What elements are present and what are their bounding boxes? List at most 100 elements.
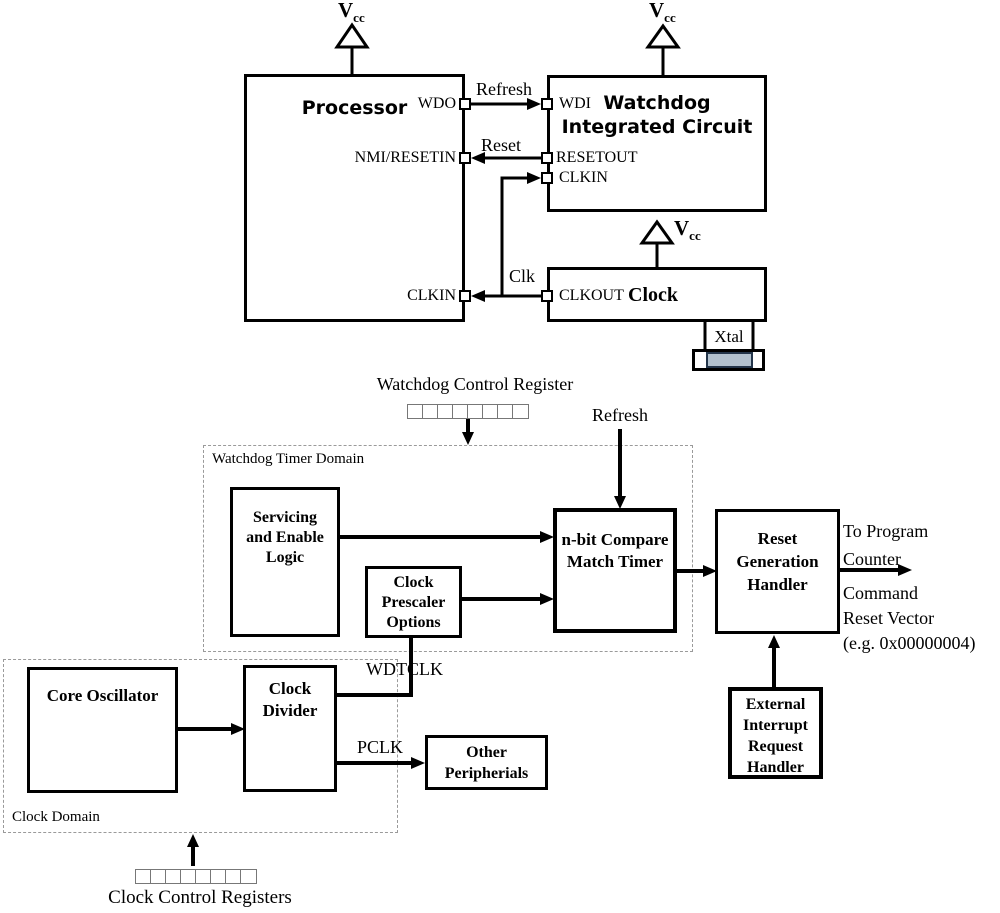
- wcr-arrowhead: [462, 432, 474, 445]
- clock-divider-block: Clock Divider: [243, 665, 337, 792]
- timer-line2: Match Timer: [566, 552, 664, 571]
- refresh-arrowhead: [527, 98, 541, 110]
- pin-clkout: [541, 290, 553, 302]
- clk-signal-label: Clk: [508, 266, 535, 286]
- reset-handler-line3: Handler: [747, 575, 808, 594]
- external-line2: Interrupt: [743, 717, 808, 734]
- register-cell: [498, 405, 513, 418]
- core-oscillator-block: Core Oscillator: [27, 667, 178, 793]
- ccr-arrowhead: [187, 834, 199, 847]
- reset-handler-line1: Reset: [757, 529, 798, 548]
- register-cell: [166, 870, 181, 883]
- other-periph-line1: Other: [466, 744, 507, 761]
- register-cell: [408, 405, 423, 418]
- register-cell: [483, 405, 498, 418]
- pin-wdi: [541, 98, 553, 110]
- register-cell: [196, 870, 211, 883]
- reset-arrowhead: [471, 152, 485, 164]
- pclk-arrowhead: [411, 757, 425, 769]
- external-line1: External: [745, 696, 806, 713]
- prescaler-line2: Prescaler: [381, 594, 446, 611]
- clock-control-registers-label: Clock Control Registers: [108, 887, 292, 908]
- core-oscillator-label: Core Oscillator: [46, 686, 159, 705]
- vcc-triangle-processor: [334, 22, 370, 49]
- register-cell: [513, 405, 528, 418]
- watchdog-ic-block: Watchdog Integrated Circuit: [547, 75, 767, 212]
- pin-clkin-watchdog: [541, 172, 553, 184]
- pin-wdo: [459, 98, 471, 110]
- pin-label-resetout: RESETOUT: [556, 149, 638, 166]
- output-upper-text: To Program Counter: [843, 517, 928, 573]
- clock-domain-box: Clock Domain: [3, 659, 398, 833]
- output-line-vector-address: (e.g. 0x00000004): [843, 633, 976, 653]
- refresh-signal-label: Refresh: [476, 79, 532, 99]
- processor-block: Processor: [244, 74, 465, 322]
- compare-match-timer-block: n-bit Compare Match Timer: [553, 508, 677, 633]
- output-line-reset-vector: Reset Vector: [843, 608, 935, 628]
- watchdog-label-line2: Integrated Circuit: [561, 116, 753, 138]
- servicing-enable-logic-block: Servicing and Enable Logic: [230, 487, 340, 637]
- pin-label-wdi: WDI: [559, 95, 591, 112]
- register-cell: [181, 870, 196, 883]
- clock-label: Clock: [628, 284, 678, 306]
- clock-block: [547, 267, 767, 322]
- pin-nmi-resetin: [459, 152, 471, 164]
- osc-to-divider-arrowhead: [231, 723, 245, 735]
- output-line-to-program: To Program: [843, 521, 929, 541]
- vcc-triangle-watchdog: [645, 23, 681, 49]
- clk-arrowhead: [471, 290, 485, 302]
- reset-signal-label: Reset: [481, 135, 521, 155]
- divider-line2: Divider: [262, 701, 318, 720]
- other-peripherials-block: Other Peripherials: [425, 735, 548, 790]
- watchdog-timer-domain-box: Watchdog Timer Domain: [203, 445, 693, 652]
- watchdog-label-line1: Watchdog: [603, 92, 711, 114]
- crystal-element: [706, 352, 753, 368]
- external-to-reset-arrowhead: [768, 635, 780, 648]
- pin-label-clkout: CLKOUT: [559, 287, 624, 304]
- clock-prescaler-options-block: Clock Prescaler Options: [365, 566, 462, 638]
- pin-label-clkin-processor: CLKIN: [407, 287, 456, 304]
- pin-clkin-processor: [459, 290, 471, 302]
- pin-resetout: [541, 152, 553, 164]
- reset-handler-line2: Generation: [736, 552, 819, 571]
- pin-label-clkin-watchdog: CLKIN: [559, 169, 608, 186]
- output-line-counter: Counter: [843, 549, 901, 569]
- vcc-label-clock: Vcc: [674, 216, 701, 244]
- prescaler-line3: Options: [386, 614, 441, 631]
- pin-label-nmi-resetin: NMI/RESETIN: [354, 149, 456, 166]
- refresh2-arrowhead: [614, 496, 626, 509]
- pclk-label: PCLK: [357, 737, 404, 757]
- xtal-label: Xtal: [714, 327, 744, 346]
- wdtclk-label: WDTCLK: [366, 659, 443, 679]
- servicing-to-timer-arrowhead: [540, 531, 554, 543]
- register-cell: [241, 870, 256, 883]
- clock-domain-label: Clock Domain: [12, 809, 100, 825]
- vcc-triangle-clock: [639, 219, 675, 245]
- external-interrupt-handler-block: External Interrupt Request Handler: [728, 687, 823, 779]
- watchdog-control-register-label: Watchdog Control Register: [376, 374, 574, 394]
- external-line3: Request: [747, 738, 804, 755]
- servicing-line2: and Enable: [246, 529, 324, 546]
- servicing-line3: Logic: [265, 549, 305, 566]
- reset-output-arrowhead: [898, 564, 912, 576]
- timer-to-reset-arrowhead: [703, 565, 717, 577]
- other-periph-line2: Peripherials: [444, 765, 529, 782]
- servicing-line1: Servicing: [253, 509, 317, 526]
- watchdog-control-register: [407, 404, 529, 419]
- divider-line1: Clock: [268, 679, 312, 698]
- prescaler-line1: Clock: [393, 574, 434, 591]
- wdtclk-wire: [337, 638, 413, 697]
- register-cell: [453, 405, 468, 418]
- clk-branch-arrowhead: [527, 172, 541, 184]
- processor-label: Processor: [301, 97, 408, 119]
- register-cell: [468, 405, 483, 418]
- reset-generation-handler-block: Reset Generation Handler: [715, 509, 840, 634]
- vcc-label-processor: Vcc: [338, 0, 365, 26]
- watchdog-timer-domain-label: Watchdog Timer Domain: [212, 451, 365, 467]
- register-cell: [226, 870, 241, 883]
- register-cell: [151, 870, 166, 883]
- output-lower-text: Command Reset Vector (e.g. 0x00000004): [843, 581, 975, 656]
- timer-line1: n-bit Compare: [561, 530, 669, 549]
